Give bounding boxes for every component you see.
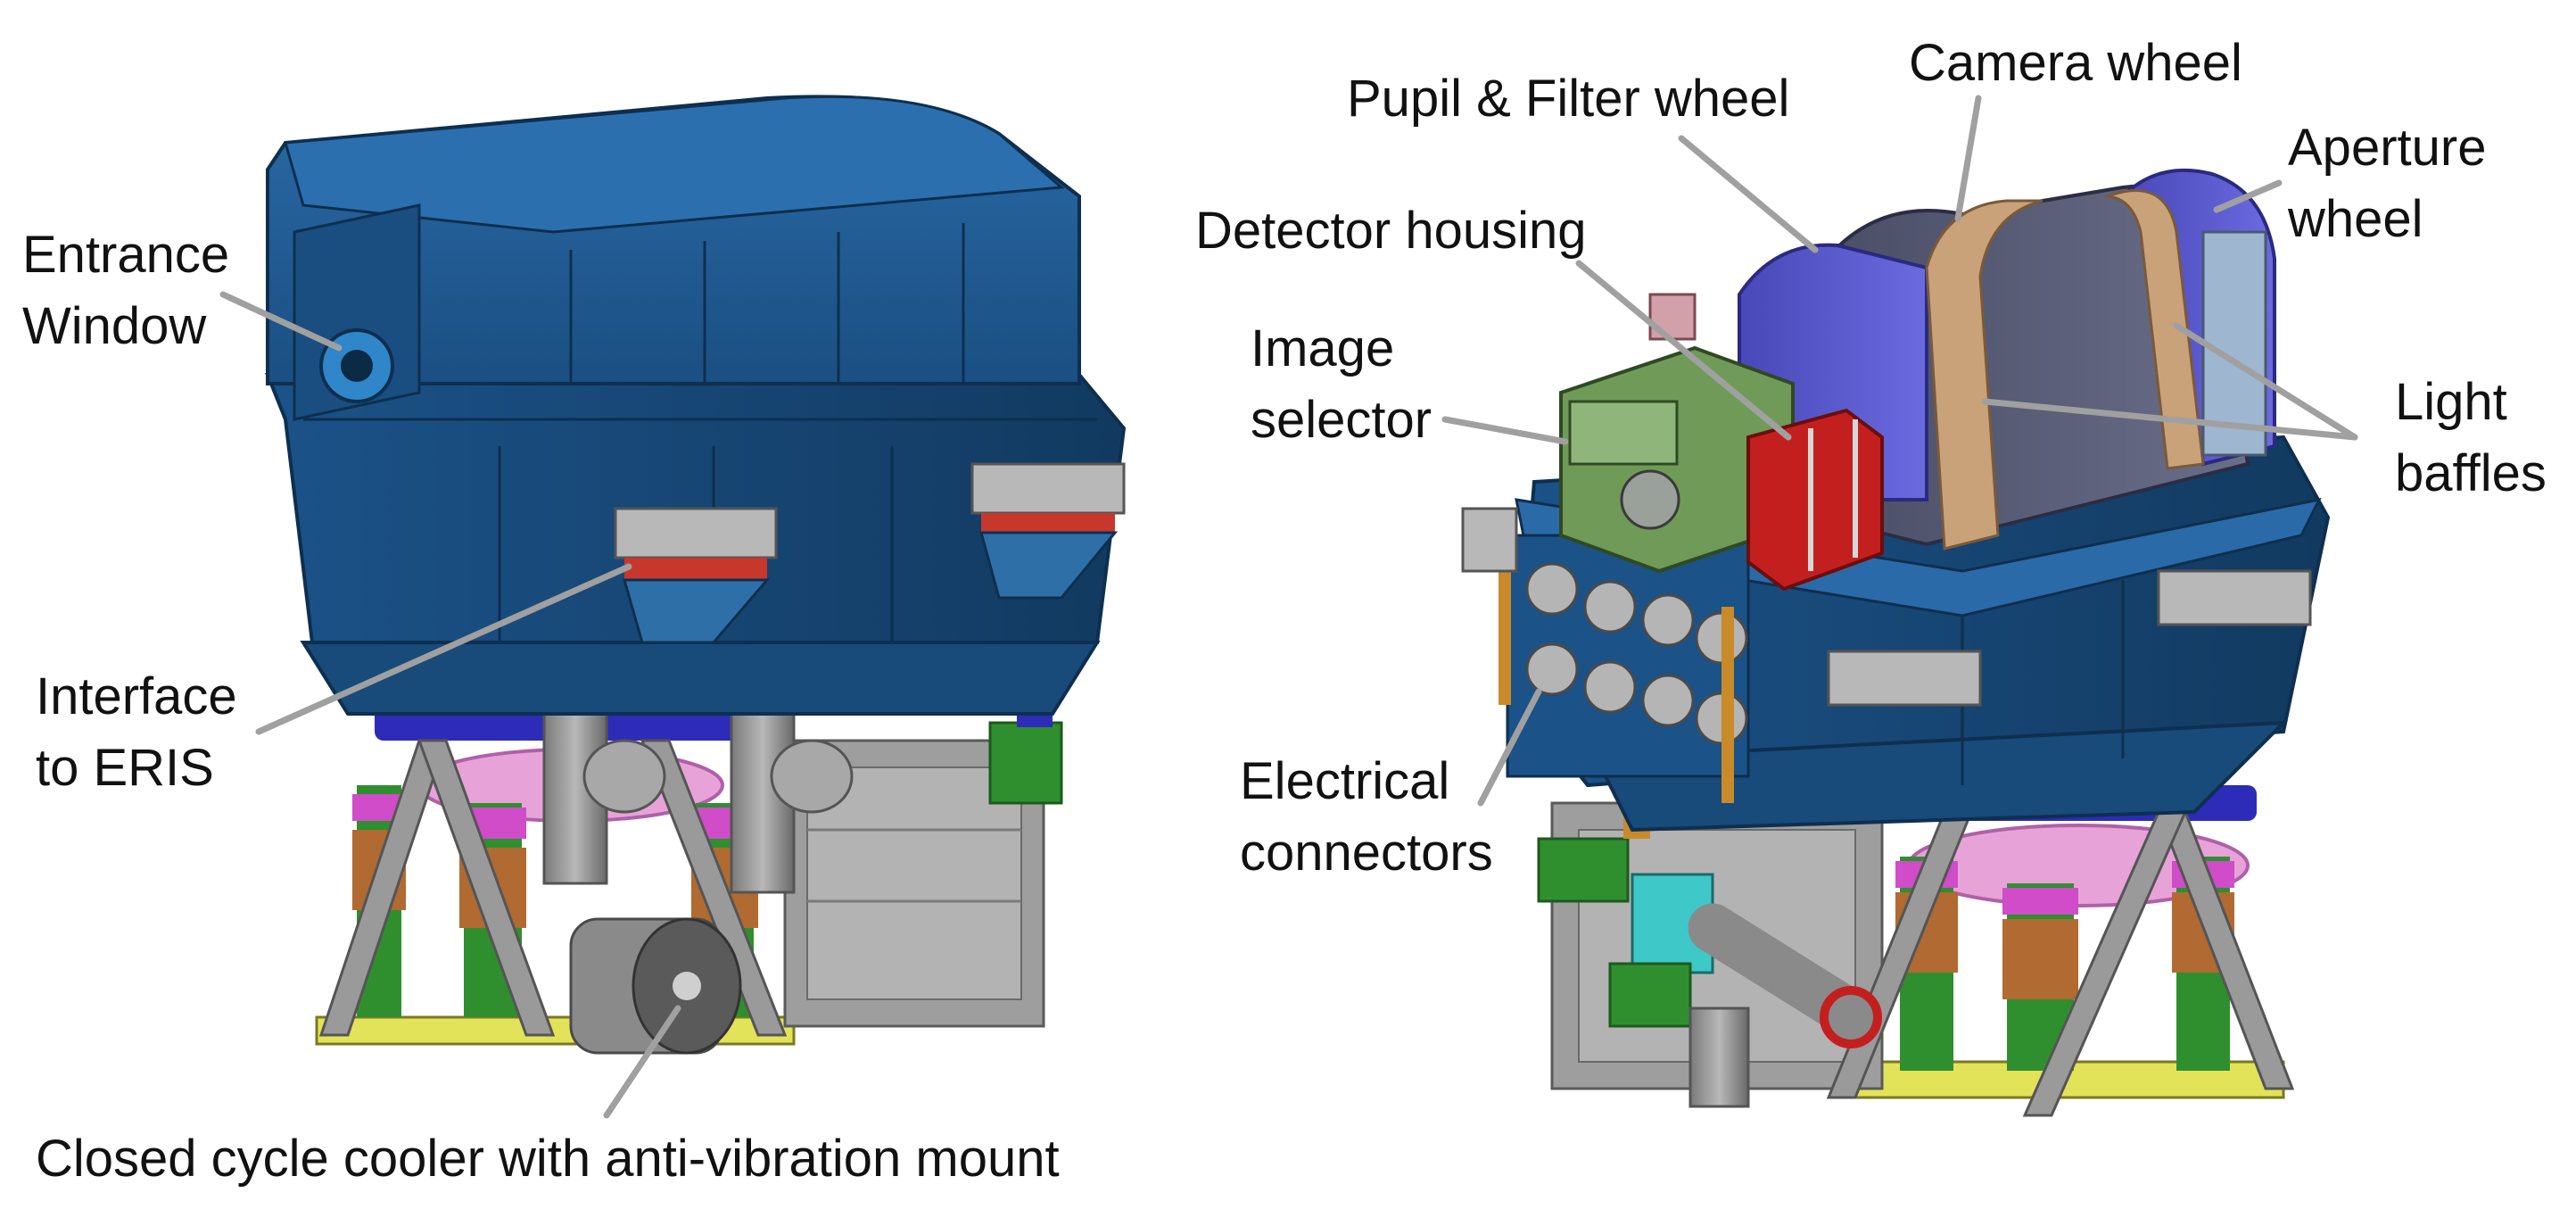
leader-camera-wheel <box>1954 95 1982 222</box>
label-entrance-window: Entrance Window <box>22 226 244 355</box>
leader-closed-cycle-cooler <box>603 1005 681 1119</box>
label-light-baffles: Light baffles <box>2395 373 2547 502</box>
left-closed-cycle-cooler <box>569 917 742 1055</box>
leader-aperture-wheel <box>2213 179 2283 213</box>
right-instrument-view <box>1461 168 2331 1117</box>
leader-image-selector <box>1441 416 1569 445</box>
leader-lines <box>219 95 2358 1119</box>
light-baffle-front <box>1925 199 2043 551</box>
leader-detector-housing <box>1575 260 1792 441</box>
right-interface-pads <box>1461 507 2312 707</box>
left-support-structure <box>315 656 1063 1046</box>
detector-housing-unit <box>1746 408 1884 592</box>
light-baffle-rear <box>2104 189 2205 470</box>
label-pupil-filter-wheel: Pupil & Filter wheel <box>1347 70 1789 128</box>
label-detector-housing: Detector housing <box>1195 202 1586 260</box>
leader-pupil-filter-wheel <box>1678 135 1819 253</box>
callout-labels: Entrance Window Interface to ERIS Closed… <box>22 34 2547 1188</box>
leader-electrical-connectors <box>1477 688 1542 807</box>
label-interface-to-eris: Interface to ERIS <box>36 667 252 797</box>
image-selector-unit <box>1559 293 1795 574</box>
leader-light-baffles-a <box>1981 398 2358 441</box>
leader-interface-to-eris <box>255 563 632 735</box>
label-closed-cycle-cooler: Closed cycle cooler with anti-vibration … <box>36 1130 1060 1188</box>
label-image-selector: Image selector <box>1251 319 1432 449</box>
leader-entrance-window <box>219 291 343 352</box>
label-camera-wheel: Camera wheel <box>1909 34 2242 92</box>
right-optical-assembly <box>1738 168 2276 551</box>
label-electrical-connectors: Electrical connectors <box>1240 752 1493 882</box>
left-instrument-view <box>265 95 1127 1055</box>
leader-light-baffles-b <box>2173 322 2358 441</box>
label-aperture-wheel: Aperture wheel <box>2287 119 2501 248</box>
left-interface-pads <box>614 462 1126 644</box>
